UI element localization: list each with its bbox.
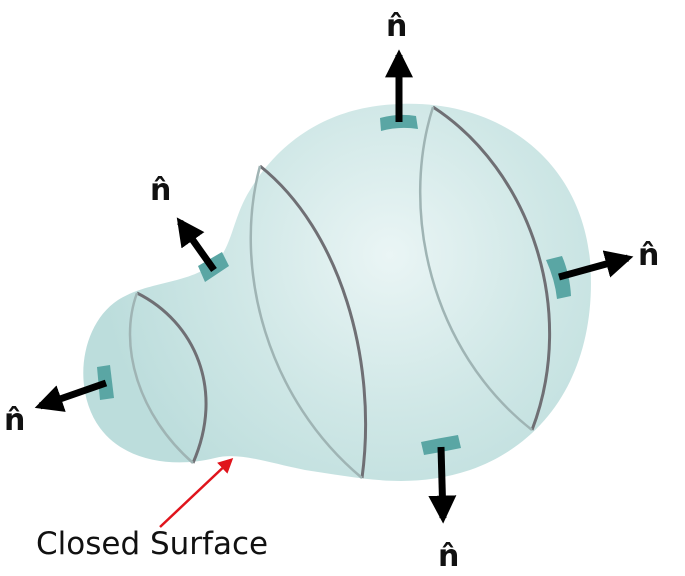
normal-arrow-right [558, 250, 634, 281]
patch-right [546, 256, 571, 299]
closed-surface [83, 103, 591, 481]
seam-small-front [136, 291, 208, 464]
seam-large-front [432, 105, 552, 431]
normal-label-upper-left: n̂ [150, 173, 171, 208]
caption-closed-surface: Closed Surface [36, 526, 269, 562]
patch-top [380, 114, 418, 131]
pointer-arrow [159, 457, 234, 528]
normal-label-left: n̂ [4, 403, 25, 438]
normal-label-top: n̂ [386, 9, 407, 44]
seam-large-back [418, 106, 533, 431]
normal-arrow-upper-left [176, 217, 217, 273]
normal-arrow-left [34, 379, 108, 412]
seam-small-back [128, 292, 194, 464]
normal-arrow-bottom [428, 446, 457, 524]
seam-middle-front [259, 164, 368, 479]
normal-label-right: n̂ [638, 238, 659, 273]
patch-bottom [421, 435, 461, 455]
seam-middle-back [249, 165, 363, 479]
normal-label-bottom: n̂ [438, 539, 459, 574]
